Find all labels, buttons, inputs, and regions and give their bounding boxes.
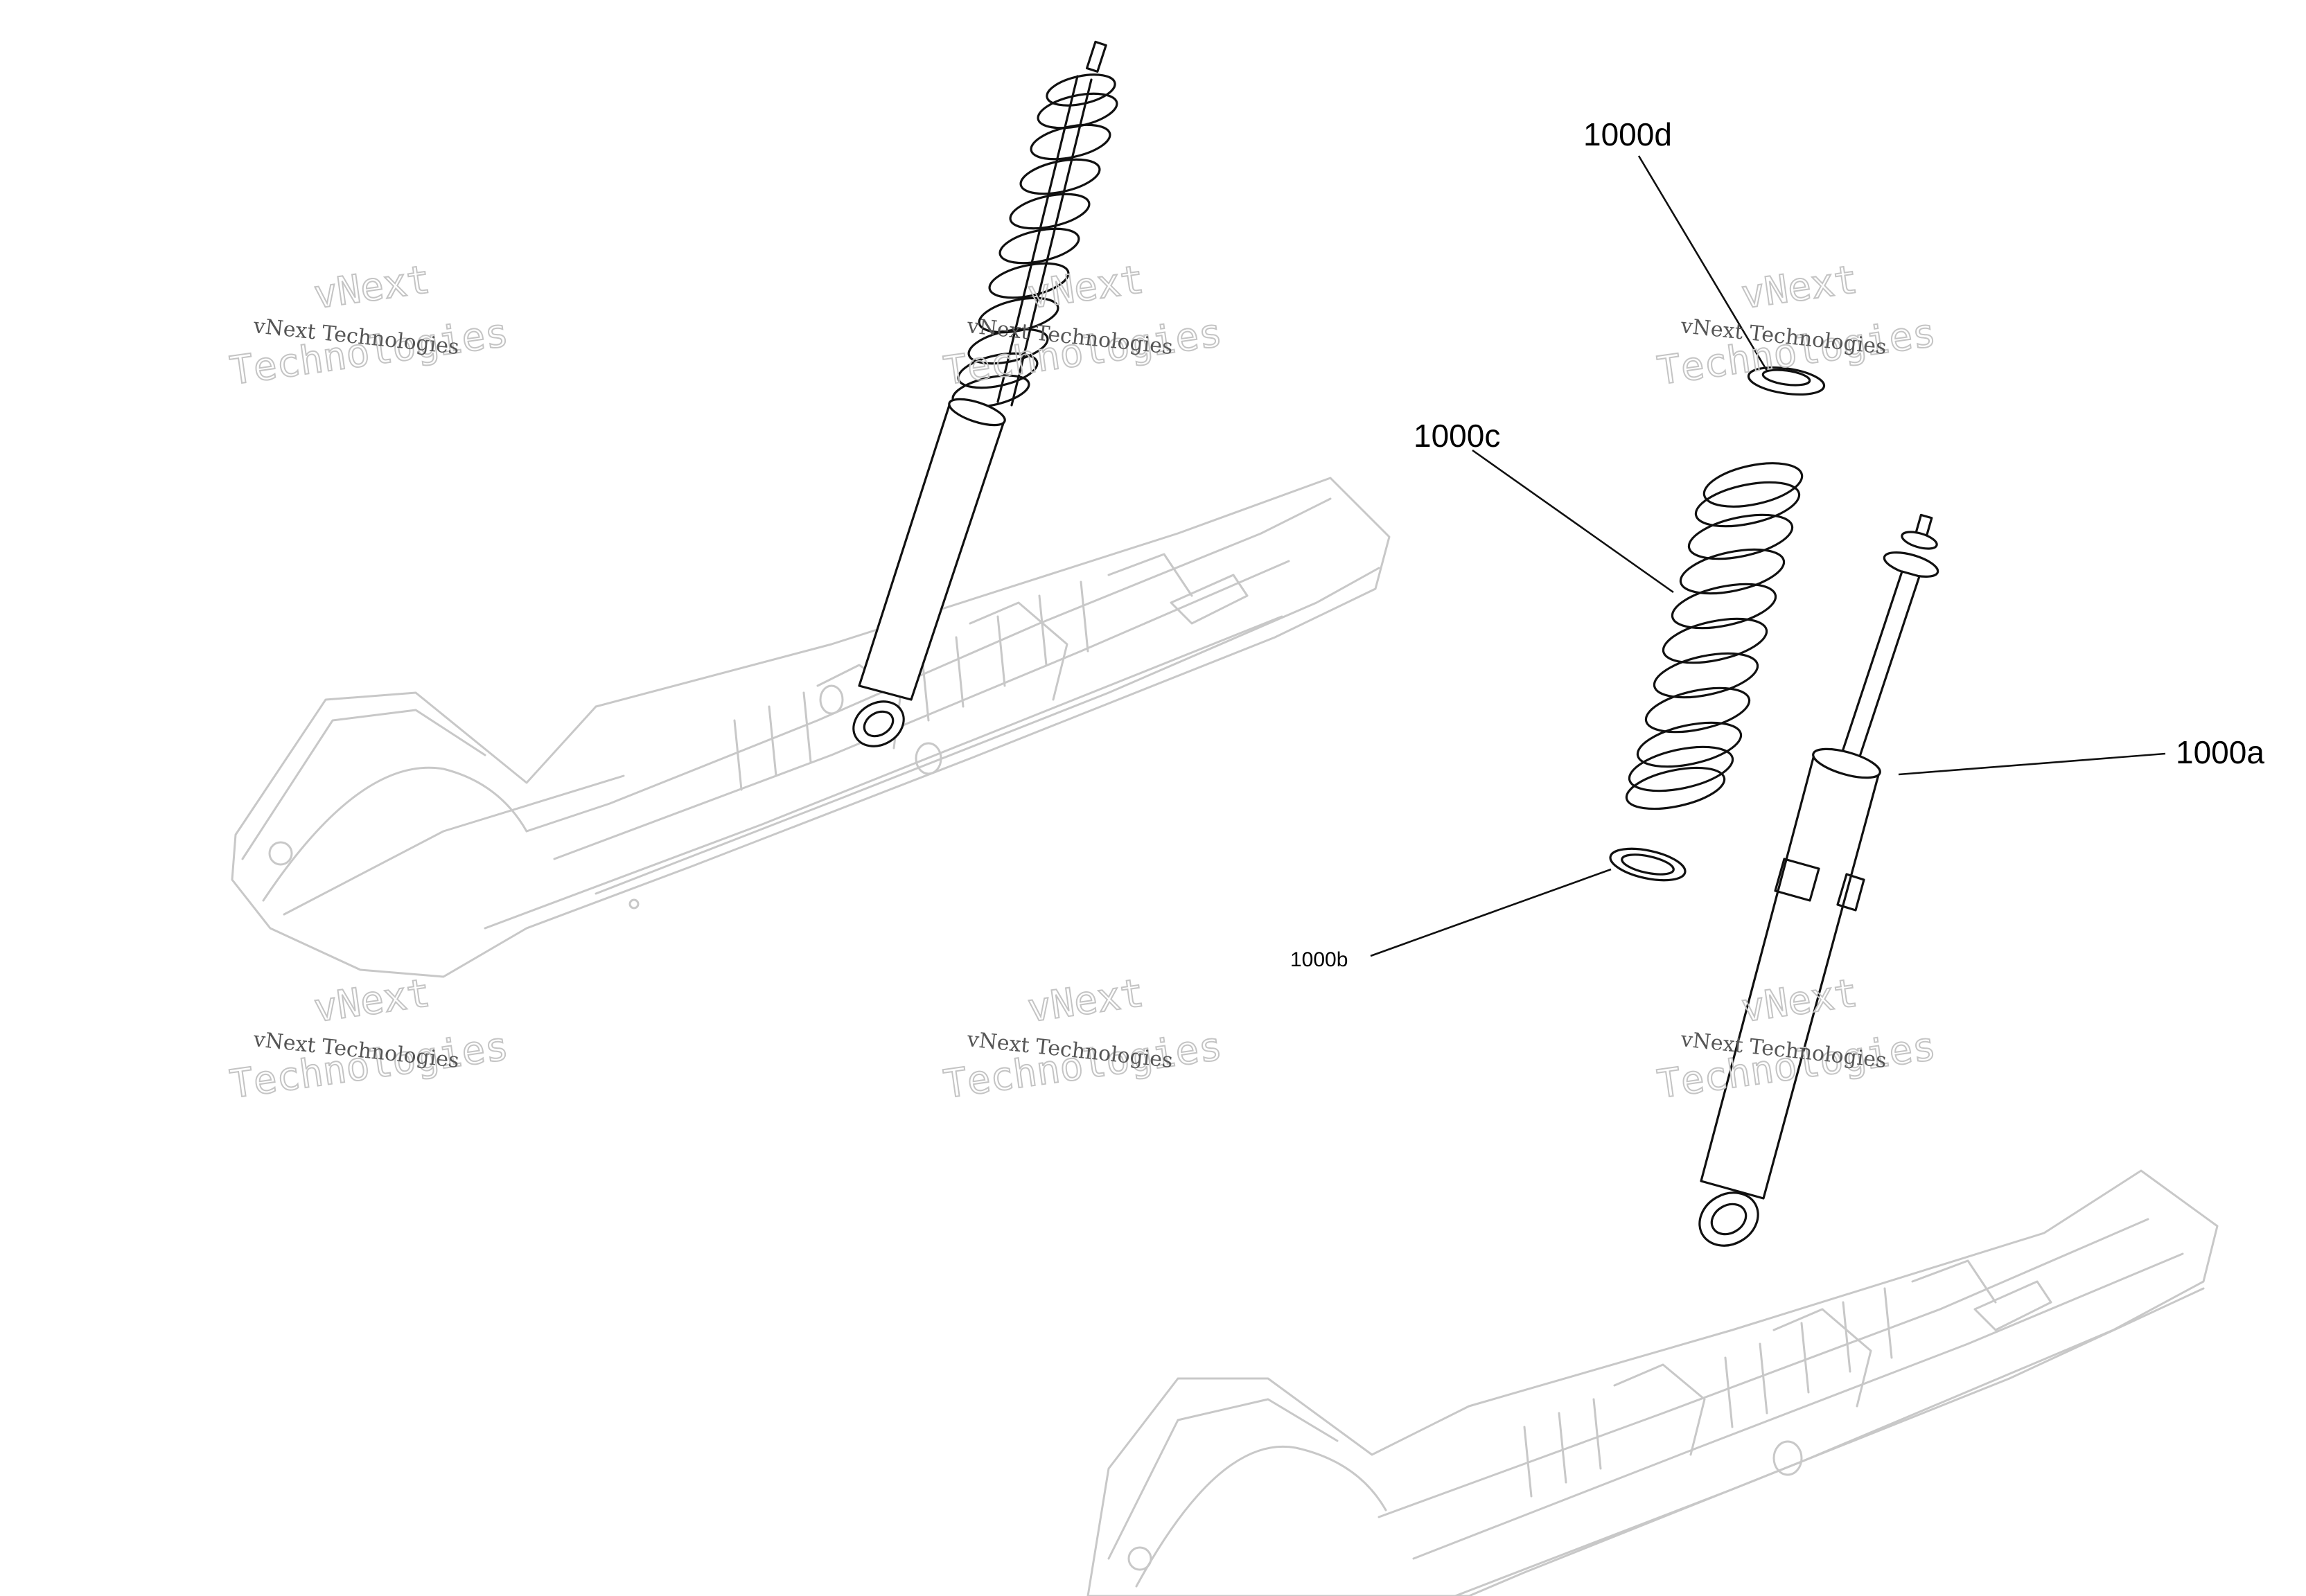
watermark-top-left: vNext Technologies vNext Technologies [227, 256, 512, 395]
shock-assembly-installed [852, 40, 1118, 747]
leader-1000c [1472, 449, 1674, 594]
leader-1000b [1370, 868, 1612, 957]
leader-1000a [1898, 752, 2166, 776]
svg-text:vNext: vNext [1025, 970, 1147, 1031]
svg-text:vNext: vNext [1739, 257, 1860, 318]
callout-1000a: 1000a [2176, 734, 2264, 770]
callout-1000d: 1000d [1583, 116, 1672, 152]
svg-text:vNext: vNext [311, 257, 433, 318]
watermark-top-center: vNext Technologies vNext Technologies [940, 256, 1226, 395]
watermark-top-right: vNext Technologies vNext Technologies [1654, 256, 1939, 395]
part-1000d-retainer [1747, 366, 1826, 396]
watermark-bottom-left: vNext Technologies vNext Technologies [227, 970, 512, 1108]
ski-upper-left [231, 477, 1391, 978]
part-1000c-spring [1625, 462, 1804, 810]
svg-text:vNext: vNext [1025, 257, 1147, 318]
ski-lower-right [1086, 1169, 2219, 1596]
leader-1000d [1637, 155, 1768, 371]
watermark-bottom-center: vNext Technologies vNext Technologies [940, 970, 1226, 1108]
part-1000b-ring [1609, 847, 1687, 882]
callout-1000c: 1000c [1414, 418, 1500, 454]
svg-text:vNext: vNext [311, 970, 433, 1031]
callout-1000b: 1000b [1290, 948, 1348, 971]
part-1000a-shock-absorber [1698, 513, 1939, 1247]
